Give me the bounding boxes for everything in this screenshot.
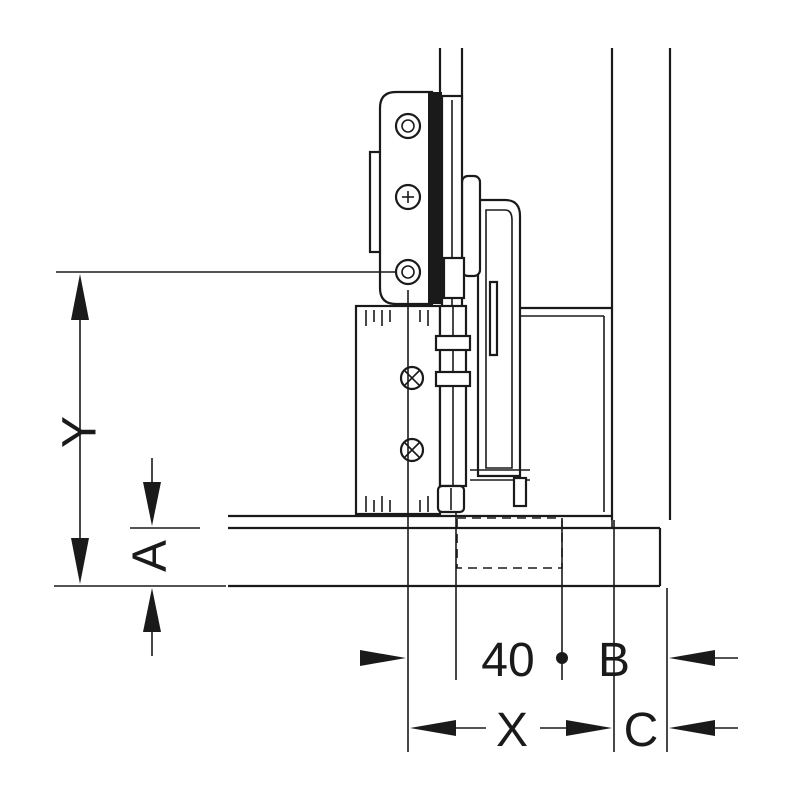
leaf-screw-icon xyxy=(394,258,422,286)
label-a: A xyxy=(124,540,177,572)
hinge-arm xyxy=(460,174,522,478)
block-screw-icon xyxy=(399,365,425,391)
door-panel xyxy=(438,48,464,100)
label-x: X xyxy=(496,704,528,757)
leaf-screw-icon xyxy=(394,112,422,140)
block-screw-icon xyxy=(399,437,425,463)
label-b: B xyxy=(598,634,630,687)
hinge-knuckle xyxy=(434,256,530,514)
drill-hole-outline xyxy=(456,517,563,569)
dimension-x-c xyxy=(410,720,738,736)
extension-lines xyxy=(54,271,668,752)
label-c: C xyxy=(624,704,659,757)
leaf-screw-icon xyxy=(394,183,422,211)
dimension-a xyxy=(143,458,161,656)
label-40: 40 xyxy=(481,634,534,687)
mounting-block xyxy=(354,304,442,516)
dimension-y xyxy=(71,274,89,584)
frame-profile xyxy=(228,514,662,588)
cabinet-plate xyxy=(520,306,612,512)
label-y: Y xyxy=(54,416,107,448)
cabinet-wall xyxy=(610,48,672,520)
dimension-40-b xyxy=(360,650,738,666)
